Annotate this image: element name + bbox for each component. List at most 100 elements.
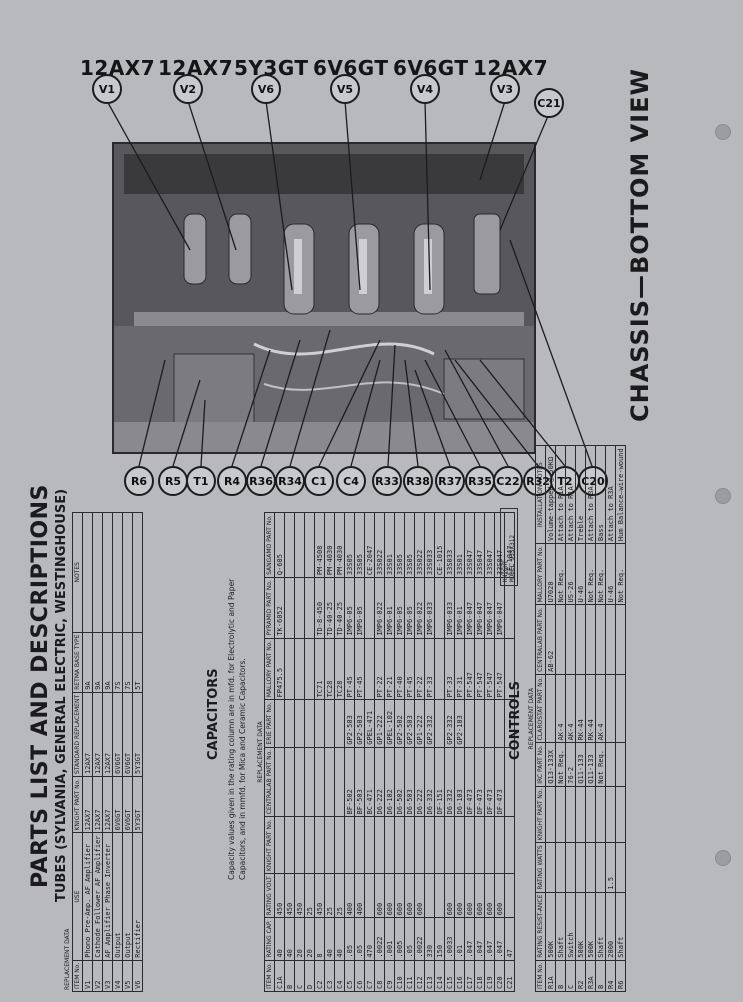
table-cell: C14 [434,960,445,992]
table-cell [384,816,395,874]
table-cell: 33S047 [474,512,485,578]
table-header: RATING VOLT [264,873,275,918]
table-cell [605,786,616,843]
table-cell: C12 [414,960,425,992]
table-cell: FP475.5 [274,638,285,700]
table-cell: 600 [404,873,415,918]
callout-c22: C22 [493,466,523,496]
table-cell: AF Amplifier Phase Inverter [102,833,113,961]
table-cell [324,816,335,874]
table-cell [82,512,93,633]
table-cell: GP1-222 [414,699,425,748]
table-cell: 33S022 [374,512,385,578]
callout-r34: R34 [275,466,305,496]
table-cell [314,747,325,817]
tubes-table-panel: ITEM No. USE KNIGHT PART No. STANDARD RE… [72,512,143,992]
callout-r32: R32 [523,466,553,496]
table-cell [484,699,495,748]
table-cell: 500K [585,892,596,961]
table-cell: Attach to R1A [555,445,566,544]
table-cell: C15 [444,960,455,992]
table-cell: 7S [122,632,133,693]
table-cell: Phono Pre-Amp. AF Amplifier [82,833,93,961]
callout-r35: R35 [465,466,495,496]
table-cell: PT-22 [414,638,425,700]
table-cell: D6-332 [424,747,435,817]
table-cell: D6-102 [384,747,395,817]
tubes-heading: TUBES (SYLVANIA, GENERAL ELECTRIC, WESTI… [54,488,69,902]
table-cell: Q-605 [274,512,285,578]
table-cell: 8 [314,917,325,961]
table-cell: R3A [585,960,596,992]
table-cell [464,816,475,874]
capacitors-group-header: REPLACEMENT DATA [257,721,264,783]
table-cell: IMP6-022 [374,577,385,639]
table-cell [274,699,285,748]
table-cell: C20 [494,960,505,992]
table-header: IRC PART No. [535,742,546,787]
table-cell: .005 [394,917,405,961]
table-cell: TC28 [324,638,335,700]
table-cell [605,674,616,743]
callout-r37: R37 [435,466,465,496]
table-cell [284,699,295,748]
table-cell [615,605,626,675]
table-cell: .0022 [414,917,425,961]
table-cell: IMP6-047 [464,577,475,639]
table-cell: 76-2 [565,742,576,787]
table-cell: Not Req. [555,543,566,605]
table-cell [122,512,133,633]
callout-r36: R36 [246,466,276,496]
table-cell: 12AX7 [102,692,113,777]
table-cell: GP2-503 [404,699,415,748]
table-cell: D6-103 [454,747,465,817]
table-cell: IMP6-05 [344,577,355,639]
punch-hole [715,124,731,140]
table-cell: PM-4508 [314,512,325,578]
table-cell [434,699,445,748]
table-cell: TD-40-25 [324,577,335,639]
controls-table-panel: REPLACEMENT DATA ITEM No.RATING RESIST-A… [528,445,626,992]
table-cell: 1.5 [605,842,616,893]
table-cell [434,873,445,918]
table-cell: Rectifier [132,833,143,961]
table-cell: Attach to R3A [585,445,596,544]
table-cell: GPEL-102 [384,699,395,748]
table-cell: 600 [474,873,485,918]
table-cell [294,747,305,817]
table-cell [304,747,315,817]
table-cell: DF-473 [474,747,485,817]
table-cell [615,786,626,843]
table-cell: 500K [545,892,556,961]
table-cell: Switch [565,892,576,961]
table-cell: 33S05 [404,512,415,578]
controls-heading: CONTROLS [508,680,523,760]
table-cell: 600 [394,873,405,918]
table-cell: GP1-222 [374,699,385,748]
table-header: KNIGHT PART No. [72,776,83,833]
table-cell: GP2-332 [424,699,435,748]
table-cell [434,638,445,700]
table-header: CLAROSTAT PART No. [535,674,546,743]
table-cell: 12AX7 [92,776,103,833]
table-cell [464,699,475,748]
table-cell [424,873,435,918]
table-cell: C6 [354,960,365,992]
table-header: KNIGHT PART No. [535,786,546,843]
table-cell: BC-471 [364,747,375,817]
table-cell: 330 [424,917,435,961]
table-cell: PT-31 [454,638,465,700]
table-cell: PT-33 [424,638,435,700]
